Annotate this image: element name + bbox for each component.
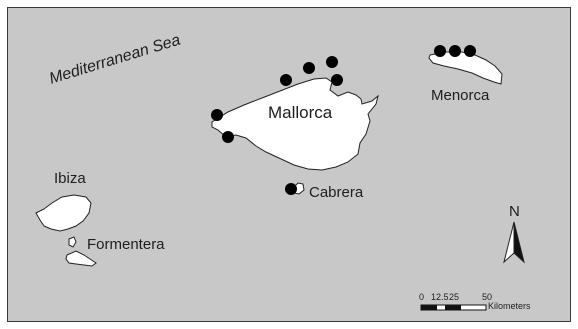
- scale-bar: [420, 304, 487, 311]
- scale-tick-label: 50: [482, 292, 493, 302]
- north-arrow-icon: [503, 221, 525, 264]
- menorca-label: Menorca: [431, 87, 490, 104]
- ibiza-island: [35, 194, 92, 232]
- formentera-island: [65, 250, 97, 267]
- site-marker: [326, 56, 338, 68]
- cabrera-label: Cabrera: [309, 184, 364, 201]
- site-marker: [434, 45, 446, 57]
- mallorca-island: [211, 77, 379, 171]
- site-marker: [331, 74, 343, 86]
- site-marker: [222, 131, 234, 143]
- site-marker: [464, 45, 476, 57]
- scale-unit-label: Kilometers: [488, 301, 531, 311]
- ibiza-label: Ibiza: [54, 170, 86, 187]
- formentera-label: Formentera: [87, 236, 165, 253]
- mallorca-label: Mallorca: [268, 103, 333, 122]
- site-marker: [280, 74, 292, 86]
- scale-tick-label: 12.5: [431, 292, 449, 302]
- formentera-islet: [68, 236, 77, 248]
- north-arrow-label: N: [509, 203, 520, 220]
- scale-tick-label: 25: [449, 292, 460, 302]
- site-marker: [285, 183, 297, 195]
- site-marker: [303, 62, 315, 74]
- site-marker: [449, 45, 461, 57]
- scale-tick-label: 0: [419, 292, 425, 302]
- site-marker: [211, 109, 223, 121]
